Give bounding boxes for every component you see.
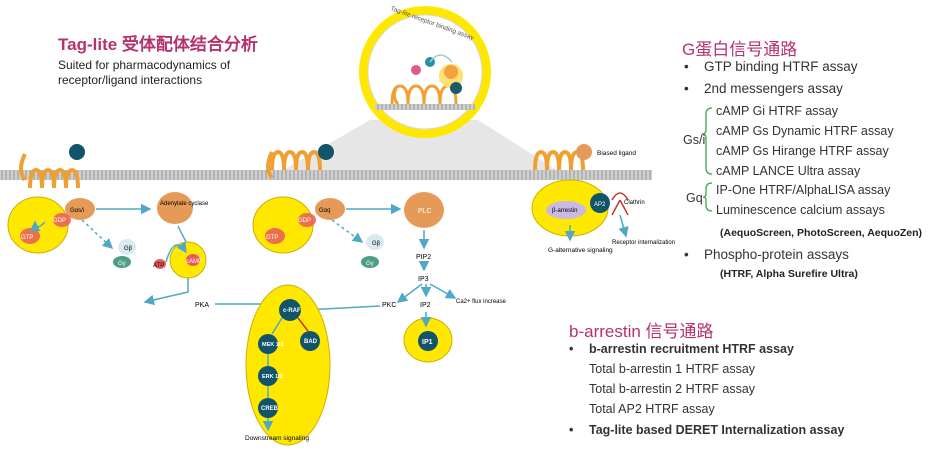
b-sub-item: Total b-arrestin 2 HTRF assay	[589, 382, 756, 396]
ligand-icon	[69, 144, 85, 160]
cell-membrane	[0, 170, 652, 180]
gq-item: IP-One HTRF/AlphaLISA assay	[716, 183, 891, 197]
gtp-binding-item: GTP binding HTRF assay	[684, 59, 858, 74]
barrestin-label: β-arrestin	[552, 208, 577, 214]
page-title: Tag-lite 受体配体结合分析	[58, 35, 258, 54]
mek-label: MEK 1/2	[262, 342, 283, 348]
gq-label: Gq	[686, 191, 703, 205]
page-subtitle: Suited for pharmacodynamics of receptor/…	[58, 58, 231, 87]
craf-label: c-RAF	[283, 308, 301, 314]
gg-label-1: Gγ	[118, 261, 126, 267]
zoom-cone	[280, 120, 560, 172]
ip3-label: IP3	[418, 276, 429, 283]
clathrin-label: Clathrin	[624, 200, 645, 206]
ca-flux-label: Ca2+ flux increase	[456, 299, 507, 305]
pip2-label: PIP2	[416, 254, 431, 261]
gtp-label-2: GTP	[266, 235, 278, 241]
gb-label-1: Gβ	[124, 246, 133, 252]
gtp-label-1: GTP	[21, 235, 33, 241]
camp-label: cAMP	[186, 259, 202, 265]
adenylate-label: Adenylate cyclase	[160, 201, 209, 207]
biased-ligand-label: Biased ligand	[597, 150, 636, 157]
plc-label: PLC	[418, 208, 432, 215]
mapk-cascade	[245, 284, 331, 446]
gdp-label-2: GDP	[298, 218, 311, 224]
gg-label-2: Gγ	[366, 261, 374, 267]
g-alternative-label: G-alternative signaling	[548, 247, 613, 254]
ip1-label: IP1	[422, 339, 433, 346]
ap2-label: AP2	[594, 202, 606, 208]
inset-circle	[359, 6, 491, 138]
gsi-item: cAMP Gi HTRF assay	[716, 104, 839, 118]
internalization-label: Receptor internalization	[612, 240, 675, 246]
phospho-item: Phospho-protein assays	[684, 247, 849, 262]
gsi-item: cAMP Gs Dynamic HTRF assay	[716, 124, 894, 138]
pathway-gq	[252, 144, 457, 363]
g-section-title: G蛋白信号通路	[682, 40, 798, 59]
ligand-icon	[318, 144, 334, 160]
biased-pathway	[531, 144, 629, 242]
b-section-title: b-arrestin 信号通路	[569, 322, 714, 341]
gsi-label: Gs/i	[683, 133, 706, 147]
ip2-label: IP2	[420, 302, 431, 309]
gsi-bracket	[701, 107, 713, 175]
erk-label: ERK 1/2	[262, 374, 283, 380]
gb-label-2: Gβ	[372, 241, 381, 247]
pathway-gs	[7, 144, 274, 310]
gq-note: (AequoScreen, PhotoScreen, AequoZen)	[720, 227, 923, 239]
biased-ligand-icon	[576, 144, 592, 160]
bad-label: BAD	[304, 339, 318, 345]
recruitment-item: b-arrestin recruitment HTRF assay	[569, 342, 794, 356]
downstream-label: Downstream signaling	[245, 435, 309, 442]
gq-item: Luminescence calcium assays	[716, 203, 885, 217]
deret-item: Tag-lite based DERET Internalization ass…	[569, 423, 844, 437]
b-sub-item: Total AP2 HTRF assay	[589, 402, 715, 416]
gdp-label-1: GDP	[53, 218, 66, 224]
gsi-item: cAMP LANCE Ultra assay	[716, 164, 861, 178]
galpha-s-label: Gαs/i	[70, 208, 84, 214]
creb-label: CREB	[261, 406, 279, 412]
atp-label: ATP	[153, 263, 164, 269]
second-messengers-item: 2nd messengers assay	[684, 81, 843, 96]
pka-label: PKA	[195, 302, 209, 309]
gq-bracket	[702, 182, 713, 212]
phospho-note: (HTRF, Alpha Surefire Ultra)	[720, 268, 858, 280]
gsi-item: cAMP Gs Hirange HTRF assay	[716, 144, 889, 158]
b-sub-item: Total b-arrestin 1 HTRF assay	[589, 362, 756, 376]
pkc-label: PKC	[382, 302, 396, 309]
galpha-q-label: Gαq	[319, 208, 330, 214]
